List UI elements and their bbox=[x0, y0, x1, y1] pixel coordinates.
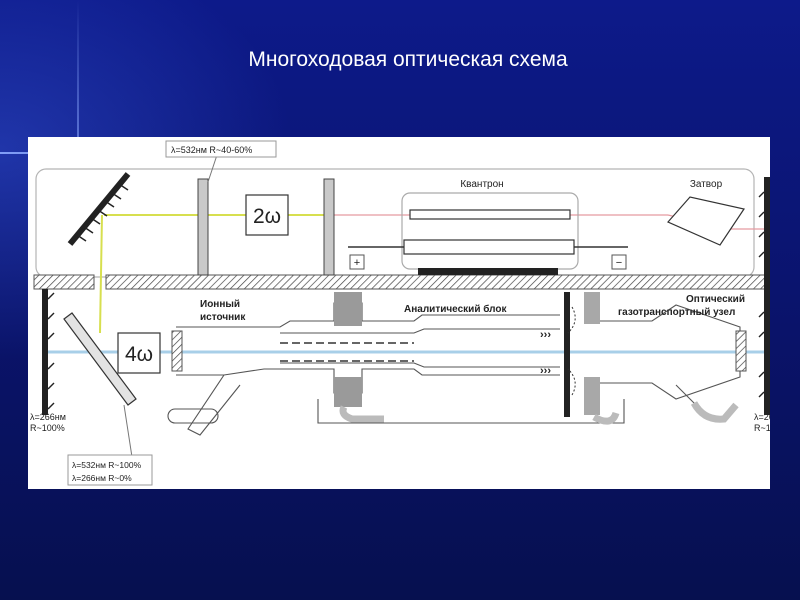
mirror-top-label: λ=532нм R~40-60% bbox=[171, 145, 252, 155]
mirror-532-partial bbox=[197, 178, 209, 276]
analytic-block-top bbox=[584, 292, 600, 324]
harmonic-2-crystal bbox=[245, 194, 289, 236]
minus-label: − bbox=[616, 257, 622, 269]
shutter bbox=[667, 196, 745, 246]
optical-scheme-panel: λ=532нм R~40-60% 2ω Квантрон + − Затвор bbox=[28, 137, 770, 489]
beam-splitter bbox=[63, 312, 137, 406]
label-box-splitter bbox=[67, 454, 153, 486]
slide-title: Многоходовая оптическая схема bbox=[248, 48, 568, 71]
flow-curve-top bbox=[567, 306, 576, 334]
harmonic-4-crystal bbox=[117, 332, 161, 374]
optical-scheme-diagram: λ=532нм R~40-60% 2ω Квантрон + − Затвор bbox=[30, 140, 770, 486]
left-mirror-label-1: λ=266нм bbox=[30, 412, 66, 422]
flow-arrows-bottom: ››› bbox=[540, 365, 551, 377]
flash-lamp bbox=[403, 239, 575, 255]
ion-block-bottom bbox=[334, 377, 362, 407]
minus-terminal bbox=[611, 254, 627, 270]
left-mirror-266 bbox=[42, 289, 55, 415]
ion-source-label-1: Ионный bbox=[200, 299, 240, 310]
label-box-top bbox=[165, 140, 277, 158]
analytic-plate bbox=[564, 292, 570, 417]
shutter-label: Затвор bbox=[690, 179, 723, 190]
right-mirror-266 bbox=[758, 177, 770, 415]
splitter-label-2: λ=266нм R~0% bbox=[72, 473, 132, 483]
kvantron-label: Квантрон bbox=[460, 179, 503, 190]
right-mirror-label-1: λ=266нм bbox=[754, 412, 770, 422]
kvantron-housing bbox=[401, 192, 579, 270]
gas-tube-left bbox=[339, 405, 384, 423]
callout-line-top bbox=[207, 154, 218, 183]
gas-tube-right bbox=[690, 401, 739, 423]
beam-532-vertical bbox=[99, 214, 103, 334]
analytic-block-bottom bbox=[584, 377, 600, 415]
baseplate-right bbox=[105, 274, 770, 290]
ion-source-label-2: источник bbox=[200, 312, 246, 323]
flow-curve-bottom bbox=[567, 368, 576, 396]
gas-tube-middle bbox=[592, 411, 620, 425]
plus-terminal bbox=[349, 254, 365, 270]
harmonic-2-label: 2ω bbox=[253, 205, 281, 228]
window-right bbox=[735, 330, 747, 372]
lower-chamber bbox=[167, 302, 741, 436]
gas-unit-label-2: газотранспортный узел bbox=[618, 307, 735, 318]
plus-label: + bbox=[354, 257, 360, 269]
gas-unit-label-1: Оптический bbox=[686, 294, 745, 305]
baseplate-left bbox=[33, 274, 95, 290]
callout-line-splitter bbox=[123, 404, 133, 458]
active-element bbox=[409, 209, 571, 220]
analytic-block-label: Аналитический блок bbox=[404, 303, 508, 315]
flow-arrows-top: ››› bbox=[540, 329, 551, 341]
ion-block-top bbox=[334, 292, 362, 326]
splitter-label-1: λ=532нм R~100% bbox=[72, 460, 142, 470]
upper-enclosure bbox=[35, 168, 755, 278]
kvantron-base bbox=[418, 268, 558, 275]
window-left bbox=[171, 330, 183, 372]
left-mirror-label-2: R~100% bbox=[30, 423, 65, 433]
rear-mirror-plate bbox=[323, 178, 335, 276]
right-mirror-label-2: R~100% bbox=[754, 423, 770, 433]
folding-mirror-top bbox=[67, 172, 131, 246]
harmonic-4-label: 4ω bbox=[125, 343, 153, 366]
